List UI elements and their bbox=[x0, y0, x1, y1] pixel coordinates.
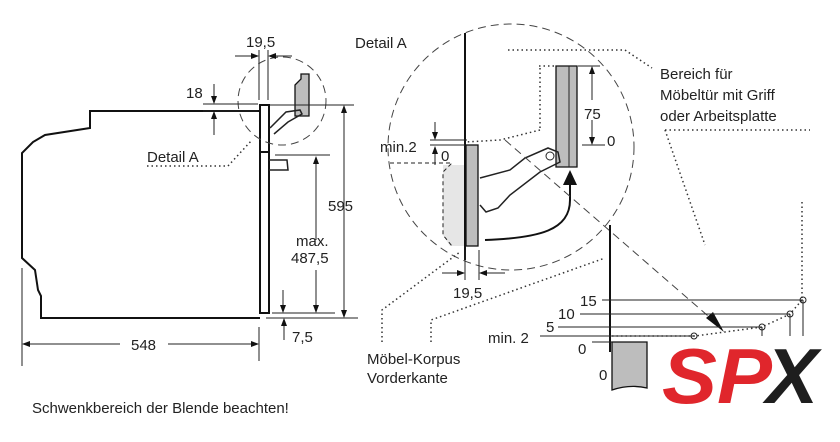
oven-handle bbox=[269, 159, 289, 171]
dim-75: 75 bbox=[584, 106, 601, 123]
dim-bottom-195: 19,5 bbox=[453, 285, 482, 302]
edge-leader-2 bbox=[430, 257, 606, 342]
area-leader-top bbox=[508, 49, 653, 69]
area-leader-bottom bbox=[664, 129, 810, 246]
logo-x: X bbox=[762, 332, 822, 420]
dim-max-label: max. bbox=[296, 233, 329, 250]
dim-panel-thickness: 18 bbox=[186, 85, 203, 102]
detail-a-title: Detail A bbox=[355, 35, 407, 52]
worktop-section bbox=[611, 341, 648, 391]
swing-direction-line bbox=[504, 139, 716, 323]
dim-zero-right: 0 bbox=[607, 133, 615, 150]
furniture-ghost bbox=[443, 165, 465, 246]
dim-min2: min.2 bbox=[380, 139, 417, 156]
edge-leader-1 bbox=[381, 251, 461, 342]
label-furniture-edge-1: Möbel-Korpus bbox=[367, 351, 460, 368]
furniture-door bbox=[555, 65, 578, 168]
swing-range-scale: 15 10 5 min. 2 0 0 bbox=[488, 139, 807, 391]
dim-depth: 548 bbox=[131, 337, 156, 354]
detail-a-leader bbox=[147, 139, 253, 167]
dim-top-gap: 19,5 bbox=[246, 34, 275, 51]
hinge-arm bbox=[479, 147, 561, 213]
scale-label-5: 5 bbox=[546, 319, 554, 336]
dim-zero-left: 0 bbox=[441, 148, 449, 165]
detail-a-circle bbox=[237, 56, 327, 146]
spx-logo: SP X bbox=[662, 332, 822, 420]
detail-a-label: Detail A bbox=[147, 149, 199, 166]
scale-label-0: 0 bbox=[578, 341, 586, 358]
scale-label-10: 10 bbox=[558, 306, 575, 323]
dim-max-value: 487,5 bbox=[291, 250, 329, 267]
label-area-1: Bereich für bbox=[660, 66, 733, 83]
dim-bottom-gap: 7,5 bbox=[292, 329, 313, 346]
swing-arrow bbox=[484, 180, 571, 241]
label-area-2: Möbeltür mit Griff bbox=[660, 87, 776, 104]
scale-label-15: 15 bbox=[580, 293, 597, 310]
label-area-3: oder Arbeitsplatte bbox=[660, 108, 777, 125]
scale-base-zero: 0 bbox=[599, 367, 607, 384]
hinge-arm-mini bbox=[269, 109, 303, 135]
oven-body-outline bbox=[21, 110, 260, 319]
label-furniture-edge-2: Vorderkante bbox=[367, 370, 448, 387]
detail-a-big-circle bbox=[387, 23, 635, 271]
scale-label-min2: min. 2 bbox=[488, 330, 529, 347]
dim-height: 595 bbox=[328, 198, 353, 215]
oven-side-view: 19,5 18 Detail A 595 max. 487,5 7,5 548 bbox=[21, 34, 358, 366]
oven-door bbox=[259, 104, 270, 314]
footer-note: Schwenkbereich der Blende beachten! bbox=[32, 400, 289, 417]
door-panel bbox=[465, 144, 479, 247]
detail-a-view: Detail A min.2 0 75 0 19,5 Möbel-Korpus … bbox=[355, 23, 810, 387]
logo-sp: SP bbox=[662, 332, 773, 420]
